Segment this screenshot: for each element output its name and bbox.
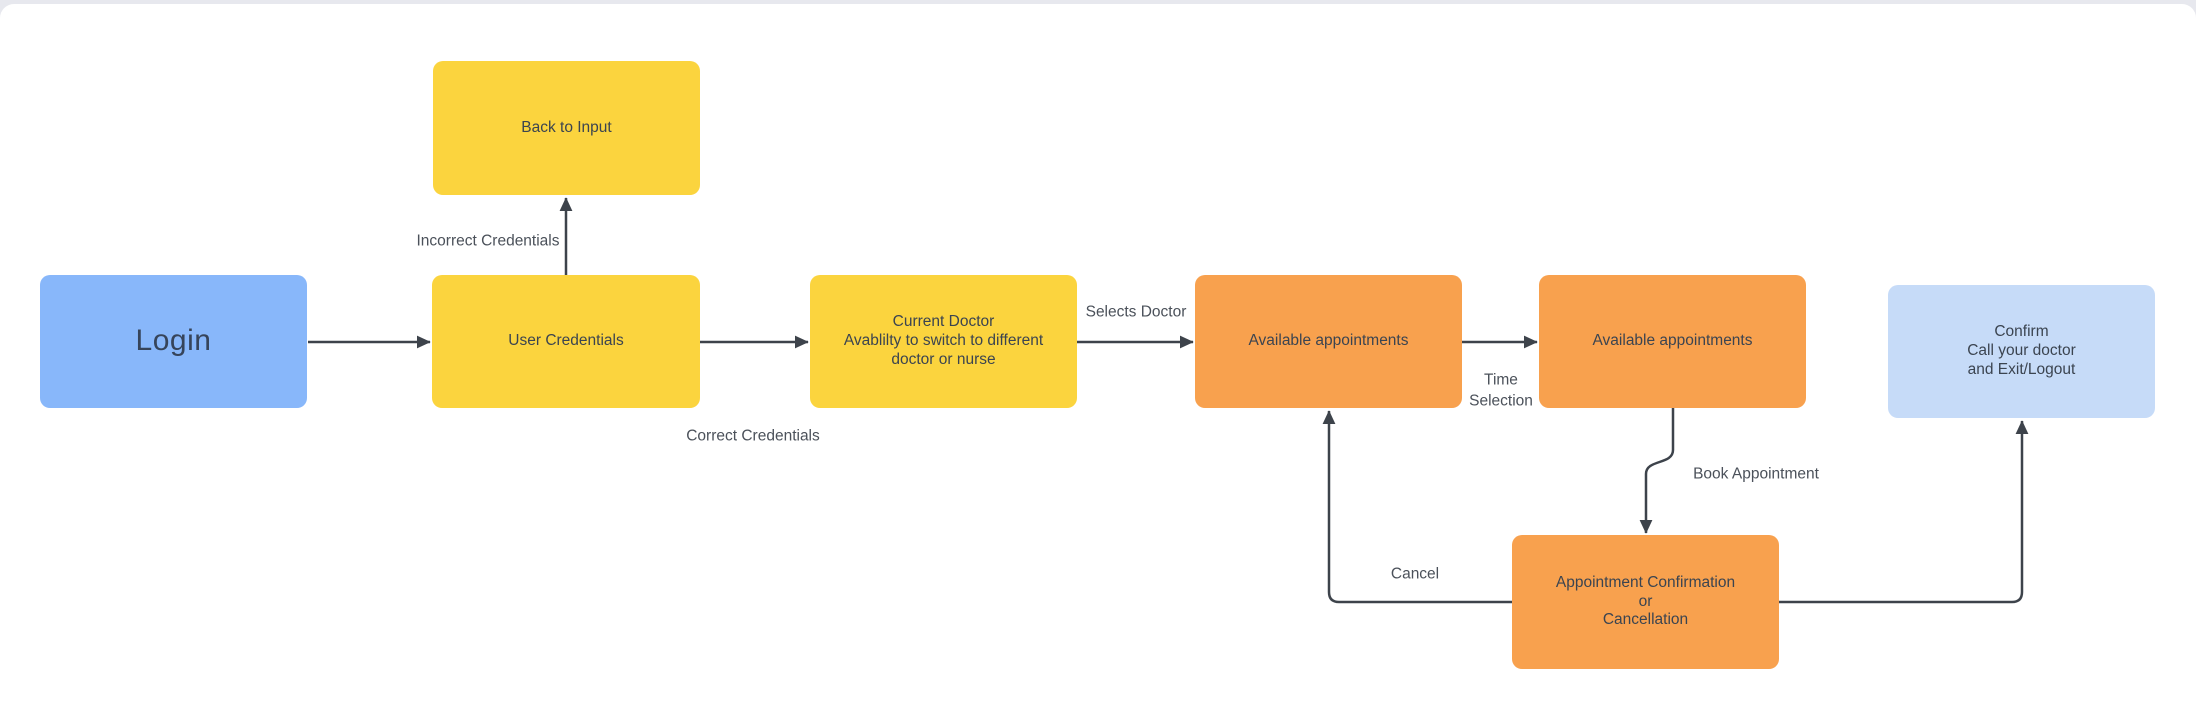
node-confirm[interactable]: Confirm Call your doctor and Exit/Logout <box>1888 285 2155 418</box>
node-back-to-input[interactable]: Back to Input <box>433 61 700 195</box>
node-available-appointments-2[interactable]: Available appointments <box>1539 275 1806 408</box>
node-login-label: Login <box>135 324 212 358</box>
node-confirm-line1: Confirm <box>1994 323 2049 341</box>
node-available-appointments-2-label: Available appointments <box>1592 332 1753 350</box>
node-user-credentials[interactable]: User Credentials <box>432 275 700 408</box>
node-confirm-line3: and Exit/Logout <box>1967 360 2076 378</box>
connector-appointment-confirmation-to-confirm[interactable] <box>1779 420 2029 604</box>
diagram-canvas: Login Back to Input User Credentials Cur… <box>0 4 2196 711</box>
node-current-doctor-line2: Avablilty to switch to different <box>843 332 1044 350</box>
edge-label-time-selection-line2: Selection <box>1469 392 1533 409</box>
node-confirm-line2: Call your doctor <box>1967 342 2076 360</box>
edge-label-selects-doctor[interactable]: Selects Doctor <box>1085 303 1187 321</box>
edge-label-correct-credentials[interactable]: Correct Credentials <box>686 427 820 445</box>
edge-label-book-appointment[interactable]: Book Appointment <box>1693 465 1819 483</box>
node-current-doctor-line1: Current Doctor <box>892 313 995 331</box>
edge-label-time-selection[interactable]: Time Selection <box>1469 370 1533 411</box>
connector-layer <box>308 197 2029 604</box>
node-available-appointments-1-label: Available appointments <box>1248 332 1409 350</box>
node-appointment-confirmation-label: Appointment Confirmation or Cancellation <box>1556 574 1735 631</box>
node-current-doctor-label: Current Doctor Avablilty to switch to di… <box>844 313 1043 370</box>
node-appointment-confirmation[interactable]: Appointment Confirmation or Cancellation <box>1512 535 1779 669</box>
node-user-credentials-label: User Credentials <box>508 332 624 350</box>
node-appointment-confirmation-line3: Cancellation <box>1602 611 1689 629</box>
node-back-to-input-label: Back to Input <box>521 118 612 136</box>
node-confirm-label: Confirm Call your doctor and Exit/Logout <box>1967 323 2076 380</box>
node-appointment-confirmation-line2: or <box>1638 592 1653 610</box>
connector-available-appointments-2-to-appointment-confirmation[interactable] <box>1639 408 1675 534</box>
edge-label-incorrect-credentials[interactable]: Incorrect Credentials <box>416 232 560 250</box>
node-available-appointments-1[interactable]: Available appointments <box>1195 275 1462 408</box>
node-login[interactable]: Login <box>40 275 307 408</box>
node-current-doctor[interactable]: Current Doctor Avablilty to switch to di… <box>810 275 1077 408</box>
edge-label-time-selection-line1: Time <box>1484 371 1518 389</box>
edge-label-cancel[interactable]: Cancel <box>1390 565 1440 583</box>
node-current-doctor-line3: doctor or nurse <box>891 350 996 368</box>
node-appointment-confirmation-line1: Appointment Confirmation <box>1555 573 1736 591</box>
connector-appointment-confirmation-to-available-appointments-1[interactable] <box>1322 410 1512 604</box>
